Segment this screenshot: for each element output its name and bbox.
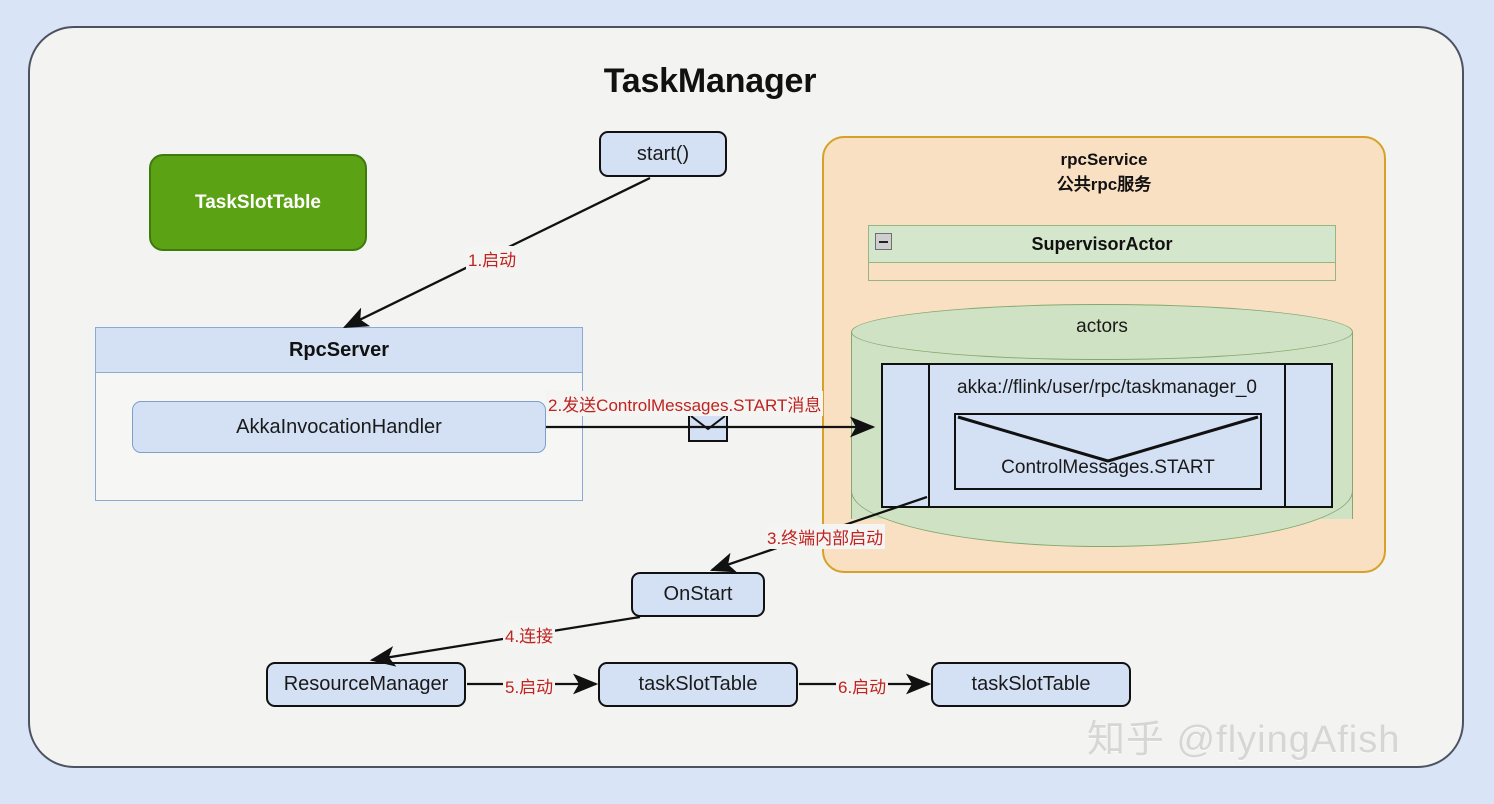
supervisoractor-header: SupervisorActor xyxy=(869,226,1335,263)
node-label: OnStart xyxy=(663,583,733,605)
node-label: taskSlotTable xyxy=(638,673,758,695)
step-label-1: 1.启动 xyxy=(466,246,519,271)
envelope-flap xyxy=(690,415,726,431)
rpcserver-header: RpcServer xyxy=(96,328,582,373)
watermark: 知乎 @flyingAfish xyxy=(1087,719,1401,761)
supervisoractor-label: SupervisorActor xyxy=(1031,233,1173,254)
step-label-6: 6.启动 xyxy=(836,673,889,698)
package-rpcserver: RpcServer AkkaInvocationHandler xyxy=(95,327,583,501)
node-label: TaskSlotTable xyxy=(195,191,321,213)
step-label-4: 4.连接 xyxy=(503,622,556,647)
node-label: start() xyxy=(636,142,690,165)
node-start[interactable]: start() xyxy=(599,131,727,177)
envelope-icon xyxy=(688,413,728,442)
step-label-2: 2.发送ControlMessages.START消息 xyxy=(546,391,824,416)
package-rpcservice: rpcService 公共rpc服务 SupervisorActor actor… xyxy=(822,136,1386,573)
node-supervisoractor[interactable]: SupervisorActor xyxy=(868,225,1336,281)
actor-lane-left xyxy=(928,365,930,506)
envelope-flap-icon xyxy=(957,415,1259,463)
rpcservice-title-line1: rpcService xyxy=(1060,150,1148,169)
node-label: AkkaInvocationHandler xyxy=(236,415,442,438)
datastore-actors: actors akka://flink/user/rpc/taskmanager… xyxy=(851,304,1353,547)
cylinder-top xyxy=(851,304,1353,360)
rpcservice-title: rpcService 公共rpc服务 xyxy=(824,147,1384,197)
page-title: TaskManager xyxy=(603,62,817,100)
node-akkainvocationhandler[interactable]: AkkaInvocationHandler xyxy=(132,401,546,453)
step-label-5: 5.启动 xyxy=(503,673,556,698)
node-label: taskSlotTable xyxy=(971,673,1091,695)
actors-label: actors xyxy=(1076,316,1128,337)
step-label-3: 3.终端内部启动 xyxy=(765,524,886,549)
rpcserver-title: RpcServer xyxy=(288,338,390,361)
message-label: ControlMessages.START xyxy=(1001,457,1215,478)
minus-icon[interactable] xyxy=(875,233,892,250)
node-taskslottable-right[interactable]: taskSlotTable xyxy=(931,662,1131,707)
node-taskslottable-mid[interactable]: taskSlotTable xyxy=(598,662,798,707)
actor-lane-right xyxy=(1284,365,1286,506)
node-onstart[interactable]: OnStart xyxy=(631,572,765,617)
node-resourcemanager[interactable]: ResourceManager xyxy=(266,662,466,707)
node-controlmessages-start[interactable]: ControlMessages.START xyxy=(954,413,1262,490)
node-label: ResourceManager xyxy=(283,673,449,695)
rpcservice-title-line2: 公共rpc服务 xyxy=(1056,175,1152,194)
actor-path-label: akka://flink/user/rpc/taskmanager_0 xyxy=(957,377,1257,398)
node-actor-frame[interactable]: akka://flink/user/rpc/taskmanager_0 Cont… xyxy=(881,363,1333,508)
node-taskslottable-green[interactable]: TaskSlotTable xyxy=(149,154,367,251)
